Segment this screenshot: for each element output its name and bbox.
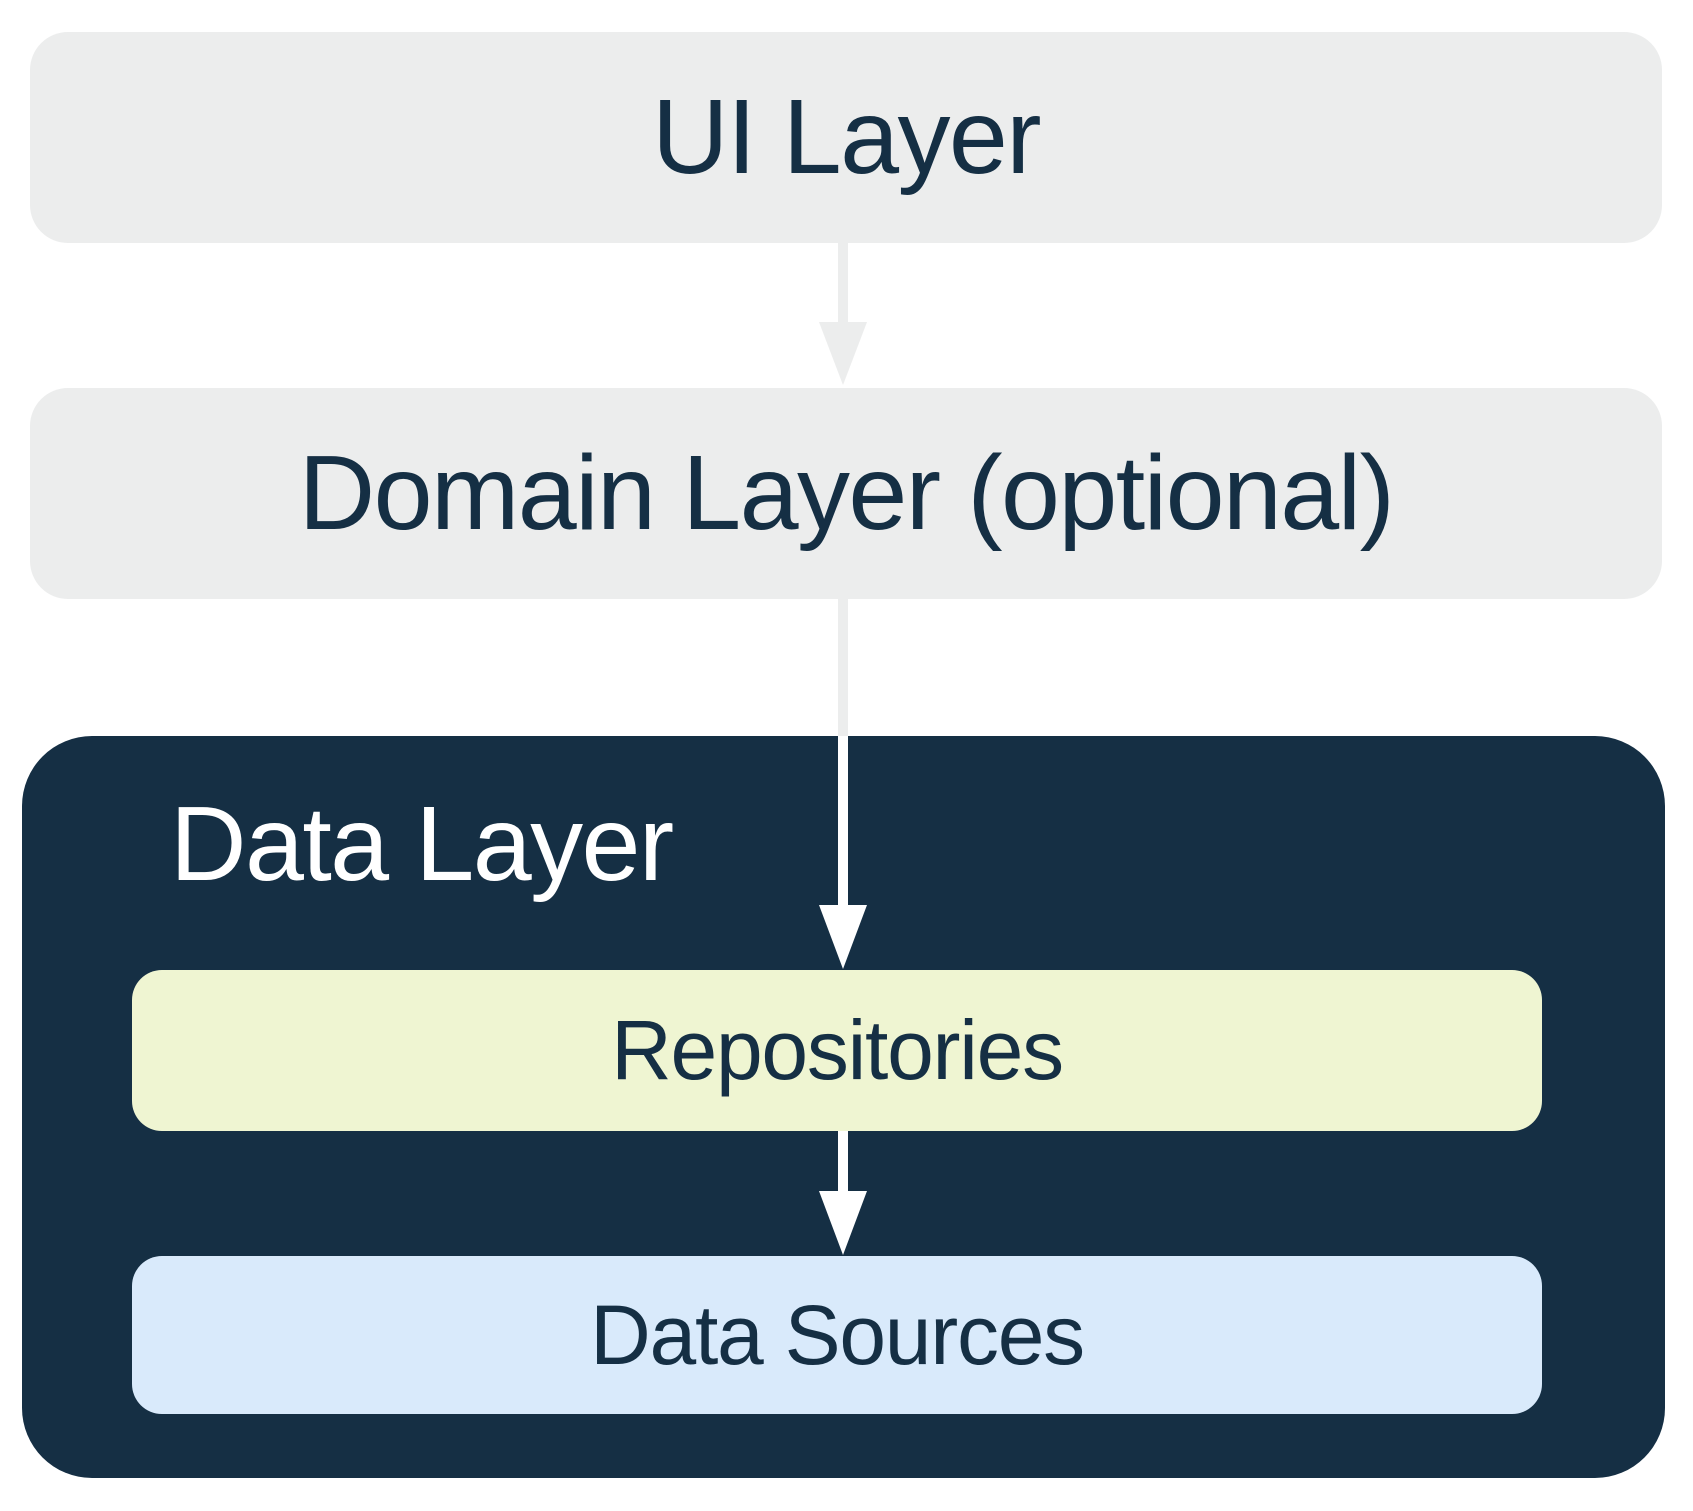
ui-layer-label: UI Layer: [652, 78, 1041, 196]
domain-layer-box: Domain Layer (optional): [30, 388, 1662, 599]
arrow-down-icon: [819, 905, 867, 969]
ui-layer-box: UI Layer: [30, 32, 1662, 243]
arrow-down-icon: [819, 1191, 867, 1255]
repositories-label: Repositories: [611, 1003, 1064, 1097]
arrow-domain-to-repositories-stem-inner: [838, 736, 848, 906]
arrow-ui-to-domain-stem: [838, 243, 848, 323]
arrow-domain-to-repositories-stem-outer: [838, 597, 848, 736]
repositories-box: Repositories: [132, 970, 1542, 1131]
data-sources-label: Data Sources: [590, 1287, 1085, 1382]
data-layer-label: Data Layer: [170, 785, 674, 903]
arrow-down-icon: [819, 322, 867, 385]
domain-layer-label: Domain Layer (optional): [298, 434, 1395, 552]
arrow-repositories-to-datasources-stem: [838, 1131, 848, 1192]
data-sources-box: Data Sources: [132, 1256, 1542, 1414]
